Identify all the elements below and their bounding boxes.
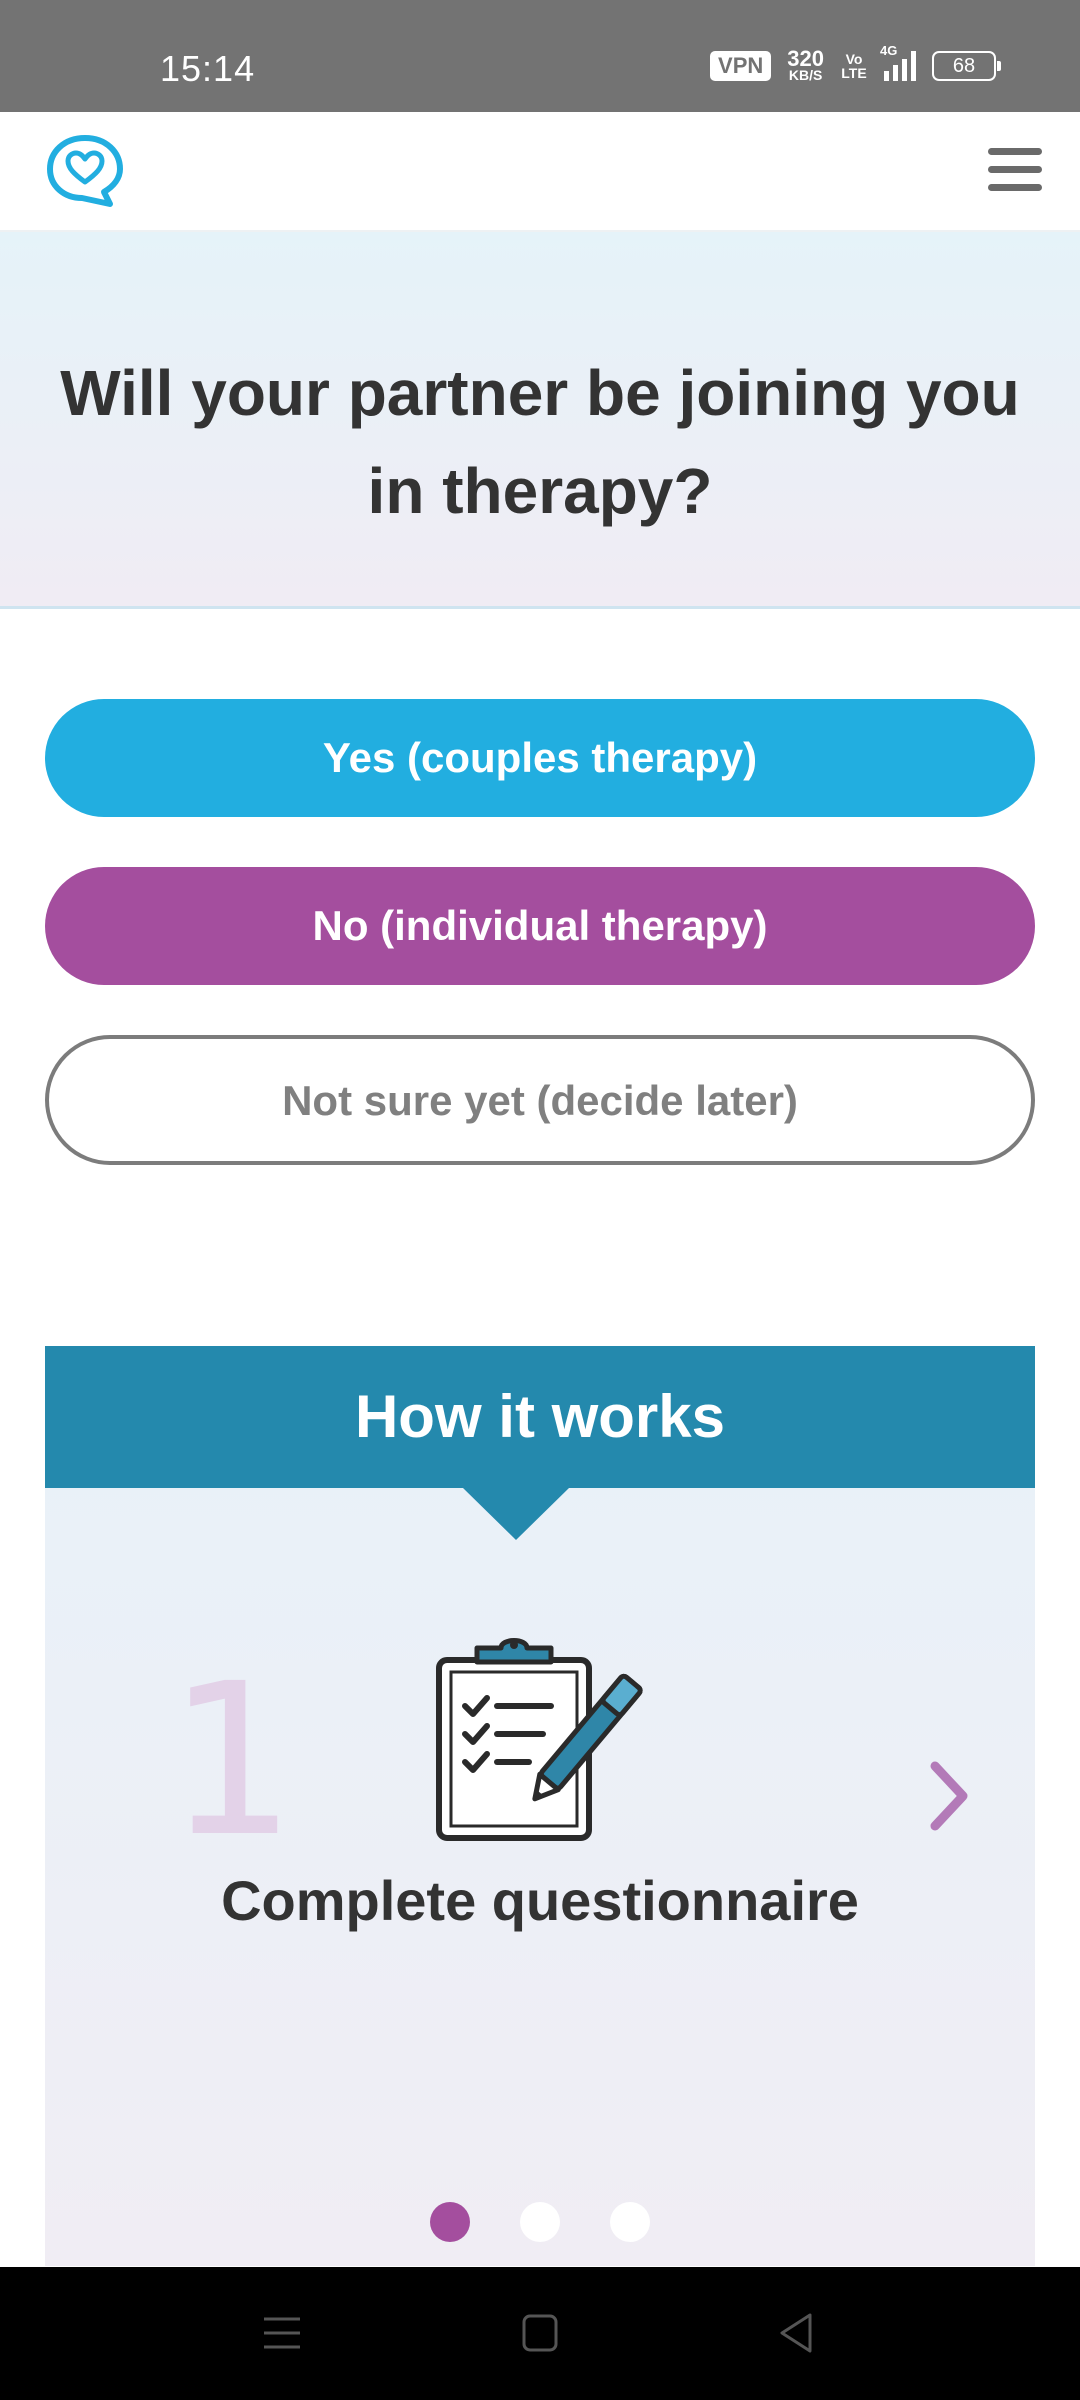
question-banner: Will your partner be joining you in ther… [0, 232, 1080, 609]
network-speed-value: 320 [787, 46, 824, 71]
carousel-dot-1[interactable] [430, 2202, 470, 2242]
heart-chat-icon[interactable] [44, 132, 126, 215]
battery-level: 68 [952, 54, 976, 77]
carousel-dot-3[interactable] [610, 2202, 650, 2242]
hamburger-menu-icon[interactable] [988, 148, 1042, 198]
couples-therapy-button[interactable]: Yes (couples therapy) [45, 699, 1035, 817]
signal-icon: 4G [880, 43, 916, 81]
recent-apps-icon[interactable] [262, 2311, 302, 2360]
carousel-dot-2[interactable] [520, 2202, 560, 2242]
network-type: 4G [880, 43, 898, 58]
network-speed-unit: KB/S [788, 67, 823, 83]
top-nav [0, 112, 1080, 232]
status-icons: VPN 320 KB/S Vo LTE 4G 68 [710, 43, 1001, 83]
status-bar: 15:14 VPN 320 KB/S Vo LTE 4G 68 [0, 0, 1080, 112]
individual-therapy-button[interactable]: No (individual therapy) [45, 867, 1035, 985]
network-speed: 320 KB/S [787, 46, 824, 83]
clipboard-checklist-icon [431, 1632, 651, 1847]
volte-indicator: Vo LTE [841, 51, 867, 81]
vpn-badge: VPN [710, 51, 772, 81]
step-number: 1 [165, 1638, 292, 1883]
system-nav-bar [0, 2267, 1080, 2400]
heading-pointer [463, 1488, 569, 1540]
chevron-right-icon[interactable] [925, 1756, 975, 1841]
how-it-works-card: How it works 1 Complete questionnaire [45, 1346, 1035, 2266]
carousel-dots [45, 2202, 1035, 2242]
battery-icon: 68 [932, 51, 1001, 81]
step-title: Complete questionnaire [221, 1869, 859, 1932]
page-title: Will your partner be joining you in ther… [60, 357, 1020, 527]
home-icon[interactable] [520, 2311, 560, 2360]
status-time: 15:14 [160, 48, 256, 89]
not-sure-button[interactable]: Not sure yet (decide later) [45, 1035, 1035, 1165]
back-icon[interactable] [776, 2311, 816, 2360]
how-it-works-heading: How it works [45, 1346, 1035, 1488]
